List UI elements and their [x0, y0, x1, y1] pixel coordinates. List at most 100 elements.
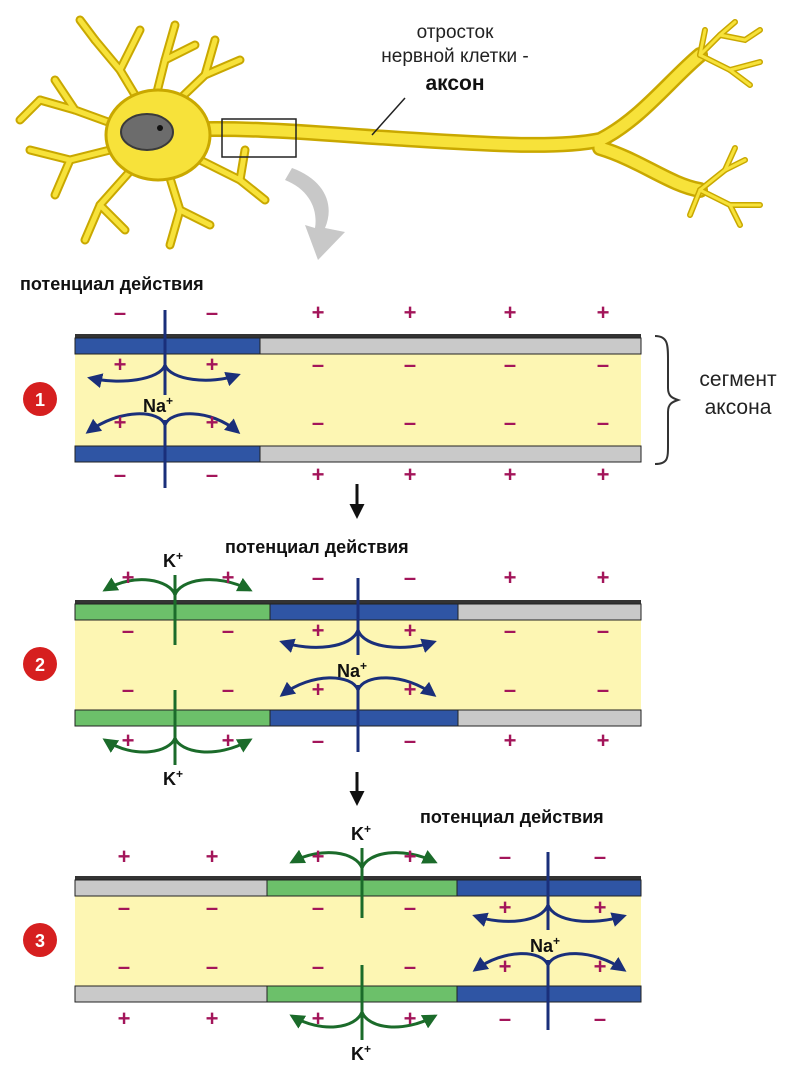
panel-3-outer-bottom-sign: +: [404, 1006, 417, 1031]
panel-2-outer-bottom-sign: +: [597, 728, 610, 753]
nucleus: [120, 113, 174, 151]
segment-label-line1: сегмент: [699, 368, 777, 391]
panel-1-outer-bottom-sign: +: [597, 462, 610, 487]
panel-3-na-channel: [472, 852, 627, 1030]
panel-1-outer-bottom-sign: +: [404, 462, 417, 487]
panel-2-outer-top-sign: +: [504, 565, 517, 590]
panel-1-membrane-bottom: [74, 445, 642, 463]
panel-3-k-channel: [289, 848, 438, 1040]
panel-2-inner-top-sign: –: [122, 618, 134, 643]
panel-3-inner-bottom-sign: –: [404, 954, 416, 979]
segment-bracket: [654, 335, 682, 465]
panel-1-inner-bottom-sign: –: [504, 410, 516, 435]
panel-1-badge: 1: [23, 382, 57, 416]
panel-3-k-top-label: K+: [351, 822, 371, 844]
panel-3-membrane-top: [74, 876, 642, 897]
panel-2-inner-bottom-sign: +: [404, 677, 417, 702]
panel-3-inner-top-sign: –: [312, 895, 324, 920]
panel-1-inner-top-sign: –: [312, 352, 324, 377]
panel-2-inner-bottom-sign: –: [122, 677, 134, 702]
panel-1-inner-bottom-sign: –: [404, 410, 416, 435]
panel-2-na-label: Na+: [337, 659, 367, 681]
panel-2: потенциал действия K+ K+: [23, 537, 642, 789]
axon-label-line1: отросток: [417, 22, 495, 43]
panel-1-outer-top-sign: –: [206, 300, 218, 325]
panel-2-outer-bottom-sign: –: [404, 728, 416, 753]
panel-1-outer-bottom-sign: +: [312, 462, 325, 487]
panel-1-outer-top-sign: +: [597, 300, 610, 325]
panel-2-outer-bottom-sign: +: [122, 728, 135, 753]
panel-2-outer-bottom-sign: +: [504, 728, 517, 753]
panel-1-inner-top-sign: –: [504, 352, 516, 377]
panel-1-inner-top-sign: –: [404, 352, 416, 377]
panel-2-k-bottom-label: K+: [163, 767, 183, 789]
panel-3-k-bottom-label: K+: [351, 1042, 371, 1064]
panel-3-outer-top-sign: +: [206, 844, 219, 869]
panel-2-title: потенциал действия: [225, 537, 409, 557]
panel-3-inner-top-sign: –: [404, 895, 416, 920]
panel-3: потенциал действия K+ K+: [23, 807, 642, 1064]
panel-3-outer-top-sign: –: [594, 844, 606, 869]
panel-2-outer-top-sign: +: [122, 565, 135, 590]
panel-3-membrane-bottom: [74, 985, 642, 1003]
panel-3-inner-bottom-sign: +: [594, 954, 607, 979]
panel-2-inner-top-sign: –: [222, 618, 234, 643]
panel-2-inner-bottom-sign: +: [312, 677, 325, 702]
panel-2-outer-top-sign: –: [312, 565, 324, 590]
svg-text:1: 1: [35, 390, 45, 410]
panel-2-k-top-label: K+: [163, 549, 183, 571]
panel-1-outer-top-sign: +: [404, 300, 417, 325]
segment-label-line2: аксона: [705, 396, 772, 419]
panel-2-outer-bottom-sign: +: [222, 728, 235, 753]
panel-1-inner-bottom-sign: –: [312, 410, 324, 435]
panel-3-title: потенциал действия: [420, 807, 604, 827]
zoom-arrow: [285, 168, 345, 260]
panel-1-membrane-top: [74, 334, 642, 355]
panel-3-outer-bottom-sign: +: [118, 1006, 131, 1031]
panel-2-outer-bottom-sign: –: [312, 728, 324, 753]
axon-label-line2: нервной клетки -: [381, 46, 528, 67]
panel-2-outer-top-sign: +: [597, 565, 610, 590]
panel-1-na-channel: [85, 310, 241, 488]
panel-1-inner-bottom-sign: –: [597, 410, 609, 435]
panel-3-outer-bottom-sign: +: [206, 1006, 219, 1031]
panel-1: потенциал действия Na+ сегмент аксона: [20, 274, 777, 488]
panel-1-inner-bottom-sign: +: [206, 410, 219, 435]
panel-2-inner-bottom-sign: –: [222, 677, 234, 702]
panel-3-inner-bottom-sign: +: [499, 954, 512, 979]
charge-signs: – – + + + + + + – – – – + + – – – – – – + + + + + + – – + + – – + + – – – – + +…: [114, 300, 610, 1031]
panel-1-outer-top-sign: –: [114, 300, 126, 325]
panel-3-inner-bottom-sign: –: [206, 954, 218, 979]
panel-3-badge: 3: [23, 923, 57, 957]
panel-3-outer-top-sign: +: [404, 844, 417, 869]
panel-3-inner-top-sign: –: [206, 895, 218, 920]
panel-2-inner-top-sign: –: [504, 618, 516, 643]
axon-label-leader: [371, 97, 406, 136]
panel-3-outer-top-sign: –: [499, 844, 511, 869]
axon-label-line3: аксон: [425, 72, 484, 95]
panel-2-inner-bottom-sign: –: [597, 677, 609, 702]
panel-3-inner-top-sign: –: [118, 895, 130, 920]
panel-1-inner-top-sign: –: [597, 352, 609, 377]
panel-2-membrane-bottom: [74, 709, 642, 727]
panel-3-inner-bottom-sign: –: [118, 954, 130, 979]
panel-3-outer-bottom-sign: +: [312, 1006, 325, 1031]
panel-3-na-label: Na+: [530, 934, 560, 956]
panel-3-inner-bottom-sign: –: [312, 954, 324, 979]
panel-3-inner-top-sign: +: [499, 895, 512, 920]
panel-1-outer-bottom-sign: –: [206, 462, 218, 487]
panel-1-outer-top-sign: +: [312, 300, 325, 325]
panel-3-outer-top-sign: +: [118, 844, 131, 869]
panel-3-inner-top-sign: +: [594, 895, 607, 920]
svg-text:3: 3: [35, 931, 45, 951]
panel-2-na-channel: [279, 578, 437, 752]
panel-1-inner-bottom-sign: +: [114, 410, 127, 435]
panel-2-badge: 2: [23, 647, 57, 681]
panel-2-outer-top-sign: –: [404, 565, 416, 590]
panel-1-inner-top-sign: +: [114, 352, 127, 377]
panel-2-outer-top-sign: +: [222, 565, 235, 590]
panel-3-outer-top-sign: +: [312, 844, 325, 869]
zoom-box: [221, 118, 297, 158]
panel-2-inner-top-sign: +: [312, 618, 325, 643]
panel-1-outer-bottom-sign: +: [504, 462, 517, 487]
